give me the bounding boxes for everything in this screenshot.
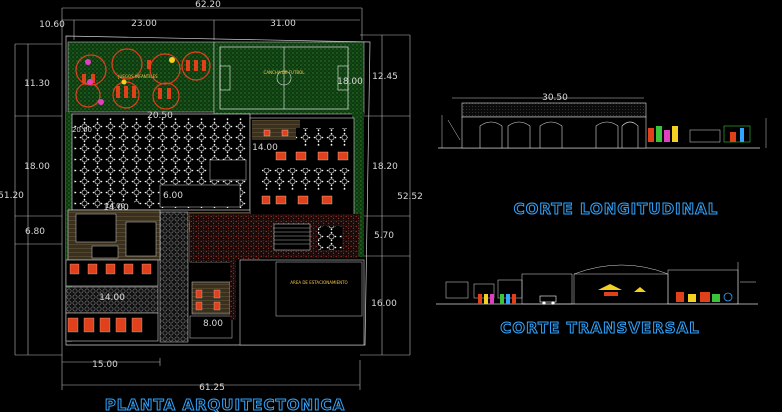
dim-block-14: 14.00 bbox=[252, 143, 278, 153]
dim-top-b: 23.00 bbox=[131, 19, 157, 29]
long-section-details bbox=[648, 118, 767, 148]
dim-parking-14: 14.00 bbox=[99, 293, 125, 303]
dim-left-c: 6.80 bbox=[25, 227, 45, 237]
parking-label: AREA DE ESTACIONAMIENTO bbox=[290, 280, 347, 285]
dim-top-c: 31.00 bbox=[270, 19, 296, 29]
dim-right-total: 52.52 bbox=[397, 192, 423, 202]
soccer-label: CANCHA DE FUTBOL bbox=[264, 70, 306, 75]
dim-kitchen-14: 14.00 bbox=[103, 203, 129, 213]
dim-long-width: 30.50 bbox=[542, 93, 568, 103]
dim-bottom-total: 61.25 bbox=[199, 383, 225, 393]
cross-section: CORTE TRANSVERSAL bbox=[436, 262, 758, 338]
dim-left-a: 11.30 bbox=[24, 79, 50, 89]
dim-top-total: 62.20 bbox=[195, 0, 221, 10]
dim-top-a: 10.60 bbox=[39, 20, 65, 30]
plan-title: PLANTA ARQUITECTONICA bbox=[105, 396, 346, 412]
dim-left-b: 18.00 bbox=[24, 162, 50, 172]
architectural-plan: JUEGOS INFANTILES CANCHA DE FUTBOL bbox=[0, 0, 423, 412]
dim-inner-14b: 14.00 bbox=[105, 202, 125, 210]
dim-inner-20: 20.00 bbox=[72, 126, 92, 134]
dim-left-total: 51.20 bbox=[0, 191, 24, 201]
dim-inner-6: 6.00 bbox=[163, 191, 183, 201]
dim-dining-width: 20.50 bbox=[147, 111, 173, 121]
cross-section-details bbox=[478, 284, 733, 305]
dim-right-b: 18.20 bbox=[372, 162, 398, 172]
dim-small-8: 8.00 bbox=[203, 319, 223, 329]
dim-right-d: 16.00 bbox=[371, 299, 397, 309]
dim-right-c: 5.70 bbox=[374, 231, 394, 241]
dim-field-width: 18.00 bbox=[337, 77, 363, 87]
dim-right-a: 12.45 bbox=[372, 72, 398, 82]
dim-bottom-a: 15.00 bbox=[92, 360, 118, 370]
cross-section-title: CORTE TRANSVERSAL bbox=[500, 319, 699, 337]
long-section-title: CORTE LONGITUDINAL bbox=[514, 200, 719, 218]
longitudinal-section: 30.50 CORTE LONGITUDINAL bbox=[438, 93, 767, 219]
playground-label: JUEGOS INFANTILES bbox=[117, 74, 158, 79]
